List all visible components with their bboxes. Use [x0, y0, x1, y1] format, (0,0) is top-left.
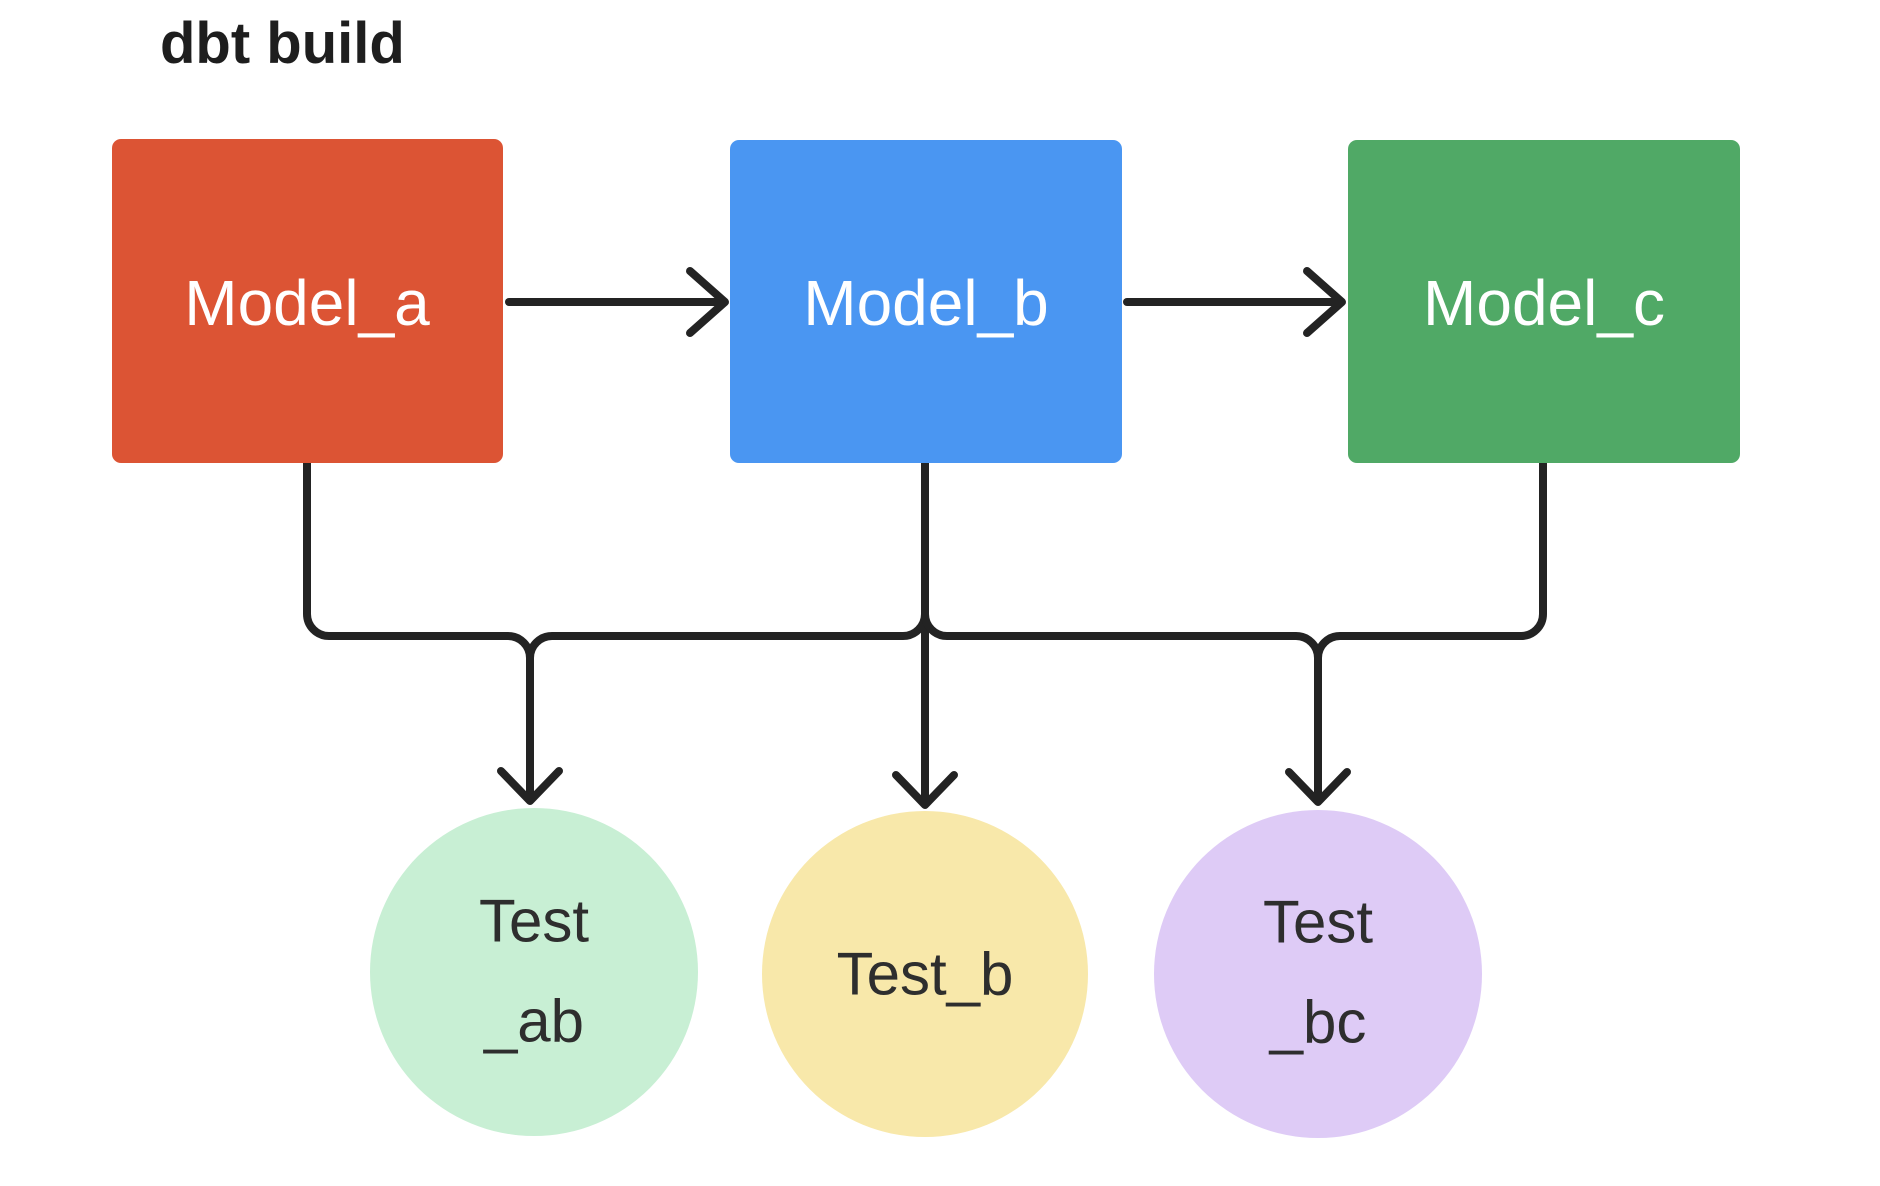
- test-b-label: Test_b: [837, 941, 1014, 1008]
- test-ab-circle: [370, 808, 698, 1136]
- test-ab-label-line2: _ab: [483, 988, 584, 1055]
- test-b-circle: [762, 811, 1088, 1137]
- edge-model-b-to-test-bc: [921, 459, 1322, 800]
- test-bc-circle: [1154, 810, 1482, 1138]
- model-c-node: Model_c: [1348, 140, 1740, 463]
- test-bc-label-line1: Test: [1263, 889, 1373, 956]
- edge-model-c-to-test-bc: [1314, 459, 1547, 800]
- model-a-rect: [112, 139, 503, 463]
- model-b-label: Model_b: [803, 267, 1049, 339]
- model-c-label: Model_c: [1423, 267, 1665, 339]
- arrowhead-test-b-icon: [892, 771, 958, 809]
- model-c-rect: [1348, 140, 1740, 463]
- test-bc-node: Test _bc: [1154, 810, 1482, 1138]
- arrowhead-model-a-to-model-b-icon: [686, 267, 729, 337]
- test-b-node: Test_b: [762, 811, 1088, 1137]
- arrowhead-test-bc-icon: [1285, 768, 1351, 806]
- edge-model-a-to-test-ab: [303, 459, 534, 798]
- model-a-node: Model_a: [112, 139, 503, 463]
- test-ab-label-line1: Test: [479, 888, 589, 955]
- model-b-rect: [730, 140, 1122, 463]
- diagram-title: dbt build: [160, 11, 405, 76]
- arrowhead-model-b-to-model-c-icon: [1303, 267, 1346, 337]
- edge-model-b-to-test-ab: [526, 459, 929, 798]
- test-ab-node: Test _ab: [370, 808, 698, 1136]
- model-a-label: Model_a: [184, 267, 430, 339]
- test-bc-label-line2: _bc: [1269, 989, 1367, 1056]
- model-b-node: Model_b: [730, 140, 1122, 463]
- arrowhead-test-ab-icon: [497, 767, 563, 805]
